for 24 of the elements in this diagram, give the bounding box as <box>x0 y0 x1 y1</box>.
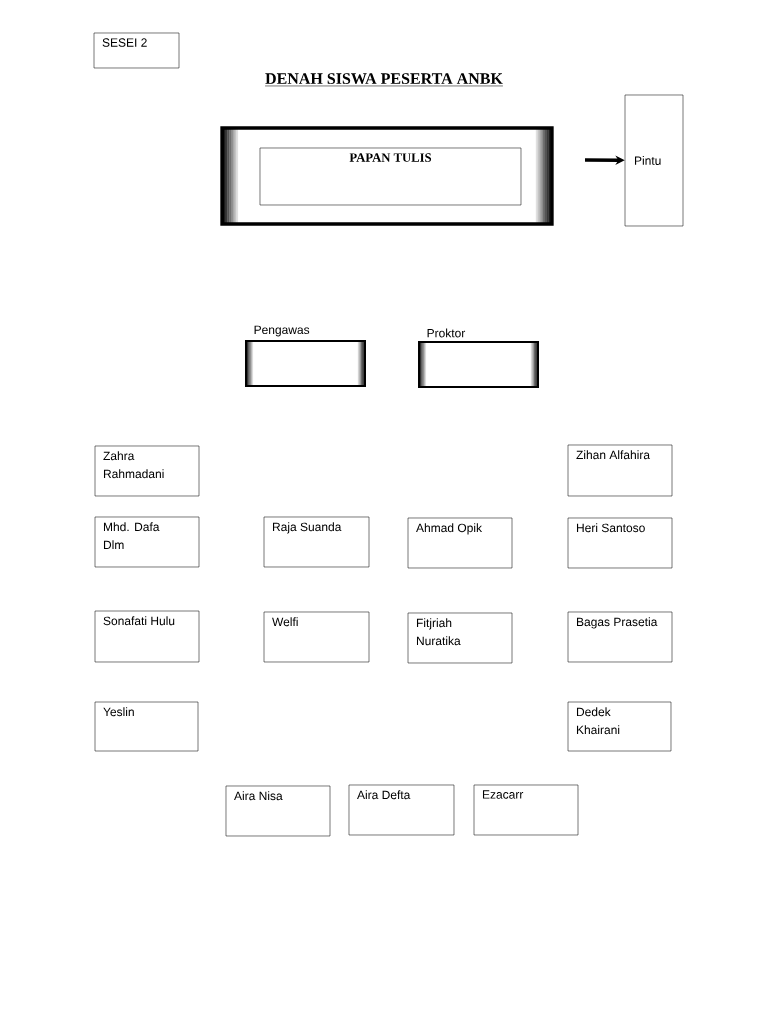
desk-box: Proktor <box>418 328 539 388</box>
name-box: Aira Nisa <box>225 785 331 837</box>
name-box: Aira Defta <box>348 784 455 836</box>
name-box: Zihan Alfahira <box>567 444 673 497</box>
door-box: Pintu <box>624 94 684 227</box>
node-label: Pengawas <box>254 325 310 337</box>
name-box: Raja Suanda <box>263 516 370 568</box>
whiteboard-box: PAPAN TULIS <box>259 147 522 206</box>
name-box: Ezacarr <box>473 784 579 836</box>
node-label: Proktor <box>427 328 466 338</box>
name-box: Fitjriah Nuratika <box>407 612 513 664</box>
name-box: Welfi <box>263 611 370 663</box>
name-box: Ahmad Opik <box>407 517 513 569</box>
desk-box: Pengawas <box>245 325 366 387</box>
name-box: Dedek Khairani <box>567 701 672 752</box>
whiteboard-frame <box>220 126 554 226</box>
name-box: Mhd. Dafa Dlm <box>94 516 200 568</box>
name-box: Heri Santoso <box>567 517 673 569</box>
name-box: Zahra Rahmadani <box>94 445 200 497</box>
title: DENAH SISWA PESERTA ANBK <box>264 73 504 87</box>
session-box: SESEI 2 <box>93 32 180 69</box>
name-box: Sonafati Hulu <box>94 610 200 663</box>
name-box: Yeslin <box>94 701 199 752</box>
name-box: Bagas Prasetia <box>567 611 673 663</box>
